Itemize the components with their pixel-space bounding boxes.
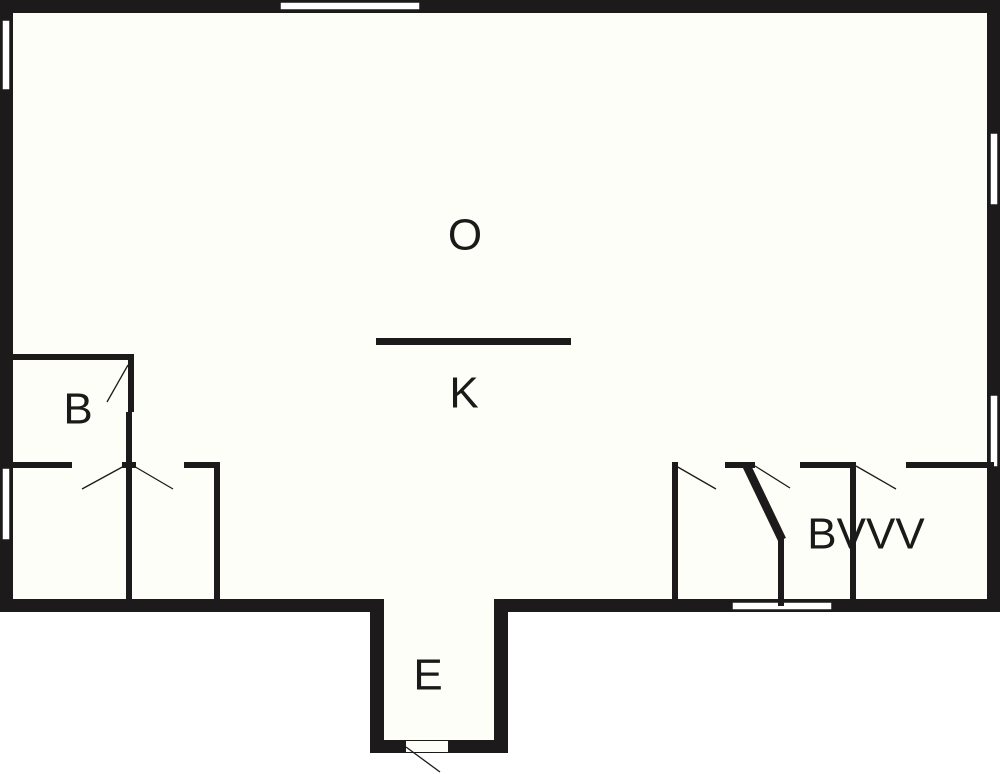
window-left-upper — [1, 19, 11, 91]
left-rooms-doors — [81, 364, 174, 490]
right-rooms-doors — [675, 465, 897, 490]
window-right-upper — [989, 132, 999, 206]
window-left-lower — [1, 467, 11, 541]
left-rooms-walls — [6, 354, 220, 606]
room-label-living: O — [448, 211, 482, 260]
room-label-bathroom: B — [63, 385, 92, 434]
kitchen-counter — [376, 338, 571, 345]
floor-area — [6, 6, 994, 750]
right-rooms-walls — [672, 462, 994, 606]
room-label-entrance: E — [413, 651, 442, 700]
entrance-door — [405, 741, 448, 773]
window-top — [279, 1, 421, 11]
room-label-kitchen: K — [449, 369, 478, 418]
window-right-lower — [989, 394, 999, 468]
room-label-storage: BVVV — [807, 510, 925, 559]
